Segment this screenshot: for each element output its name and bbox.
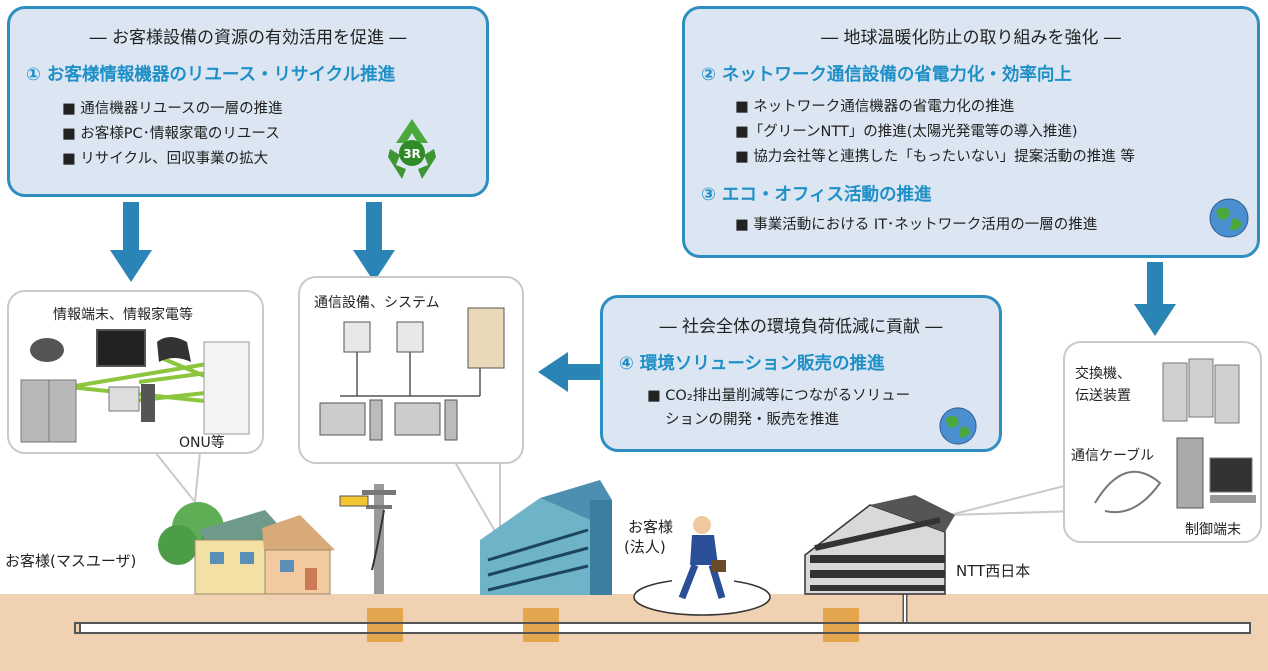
recycle-3r-icon: 3R bbox=[376, 113, 448, 185]
computer-icon bbox=[394, 402, 441, 436]
item4-bullet-line2: ションの開発・販売を推進 bbox=[665, 412, 839, 428]
globe-icon bbox=[938, 406, 978, 446]
rack-icon bbox=[1214, 364, 1240, 424]
server-icon bbox=[467, 307, 505, 369]
underground-cable bbox=[79, 622, 1251, 634]
ntt-label: NTT西日本 bbox=[956, 562, 1031, 580]
item2-bullet-3: ■ 協力会社等と連携した「もったいない」提案活動の推進 等 bbox=[735, 149, 1135, 165]
transmission-label: 伝送装置 bbox=[1075, 388, 1131, 404]
house-illustration bbox=[158, 502, 335, 595]
item1-bullet-1: ■ 通信機器リユースの一層の推進 bbox=[62, 101, 283, 117]
tower-icon bbox=[1176, 437, 1204, 509]
home-devices-bubble: 情報端末、情報家電等 ONU等 bbox=[7, 290, 264, 454]
corporate-customer-label-2: (法人) bbox=[624, 538, 666, 556]
arrow-down-2 bbox=[353, 202, 395, 282]
item2-title: ② ネットワーク通信設備の省電力化・効率向上 bbox=[701, 65, 1072, 85]
manhole-2 bbox=[523, 608, 559, 642]
arrow-down-3 bbox=[1134, 262, 1176, 336]
terminal-label: 制御端末 bbox=[1185, 522, 1241, 538]
exchange-label: 交換機、 bbox=[1075, 366, 1131, 382]
ntt-equipment-graphics bbox=[1094, 358, 1256, 514]
onu-label: ONU等 bbox=[179, 435, 225, 451]
rack-icon bbox=[1188, 358, 1214, 418]
badge-3r: 3R bbox=[403, 147, 421, 161]
ntt-equipment-bubble: 交換機、 伝送装置 通信ケーブル 制御端末 bbox=[1063, 341, 1262, 543]
item2-bullet-1: ■ ネットワーク通信機器の省電力化の推進 bbox=[735, 99, 1015, 115]
mass-user-label: お客様(マスユーザ) bbox=[5, 552, 137, 570]
item2-bullet-2: ■「グリーンNTT」の推進(太陽光発電等の導入推進) bbox=[735, 124, 1078, 140]
item1-title: ① お客様情報機器のリユース・リサイクル推進 bbox=[26, 65, 396, 85]
arrow-left-1 bbox=[538, 352, 602, 392]
resource-reuse-panel: ― お客様設備の資源の有効活用を促進 ― ① お客様情報機器のリユース・リサイク… bbox=[7, 6, 489, 197]
item1-bullet-3: ■ リサイクル、回収事業の拡大 bbox=[62, 151, 269, 167]
security-camera-icon bbox=[30, 338, 64, 362]
rack-icon bbox=[1162, 362, 1188, 422]
tv-icon bbox=[96, 329, 146, 367]
office-systems-bubble: 通信設備、システム bbox=[298, 276, 524, 464]
panel-right-heading: ― 地球温暖化防止の取り組みを強化 ― bbox=[821, 28, 1121, 48]
global-warming-panel: ― 地球温暖化防止の取り組みを強化 ― ② ネットワーク通信設備の省電力化・効率… bbox=[682, 6, 1260, 258]
item3-bullet-1: ■ 事業活動における IT･ネットワーク活用の一層の推進 bbox=[735, 217, 1098, 233]
panel-left-heading: ― お客様設備の資源の有効活用を促進 ― bbox=[89, 28, 407, 48]
society-panel: ― 社会全体の環境負荷低減に貢献 ― ④ 環境ソリューション販売の推進 ■ CO… bbox=[600, 295, 1002, 452]
office-systems-title: 通信設備、システム bbox=[314, 295, 440, 311]
manhole-1 bbox=[367, 608, 403, 642]
office-systems-graphics bbox=[319, 307, 505, 441]
cable-label: 通信ケーブル bbox=[1071, 448, 1155, 464]
office-building bbox=[480, 480, 612, 595]
utility-pole bbox=[339, 484, 396, 594]
phone-icon bbox=[343, 321, 371, 353]
phone-icon bbox=[396, 321, 424, 353]
corporate-customer-label-1: お客様 bbox=[628, 518, 674, 536]
home-devices-title: 情報端末、情報家電等 bbox=[53, 307, 193, 323]
manhole-3 bbox=[823, 608, 859, 642]
computer-icon bbox=[319, 402, 366, 436]
item4-title: ④ 環境ソリューション販売の推進 bbox=[619, 354, 885, 374]
corporate-customer-figure bbox=[633, 512, 771, 616]
item4-bullet-line1: ■ CO₂排出量削減等につながるソリュー bbox=[647, 388, 911, 404]
cable-icon bbox=[1094, 470, 1162, 514]
panel-mid-heading: ― 社会全体の環境負荷低減に貢献 ― bbox=[659, 317, 943, 337]
globe-icon bbox=[1208, 197, 1250, 239]
arrow-down-1 bbox=[110, 202, 152, 282]
item3-title: ③ エコ・オフィス活動の推進 bbox=[701, 185, 932, 205]
game-controller-icon bbox=[157, 337, 191, 362]
ntt-building bbox=[804, 495, 955, 595]
home-devices-graphics bbox=[20, 329, 250, 443]
onu-device-icon bbox=[203, 341, 250, 435]
monitor-icon bbox=[1209, 457, 1253, 493]
item1-bullet-2: ■ お客様PC･情報家電のリユース bbox=[62, 126, 280, 142]
pc-icon bbox=[108, 386, 140, 412]
